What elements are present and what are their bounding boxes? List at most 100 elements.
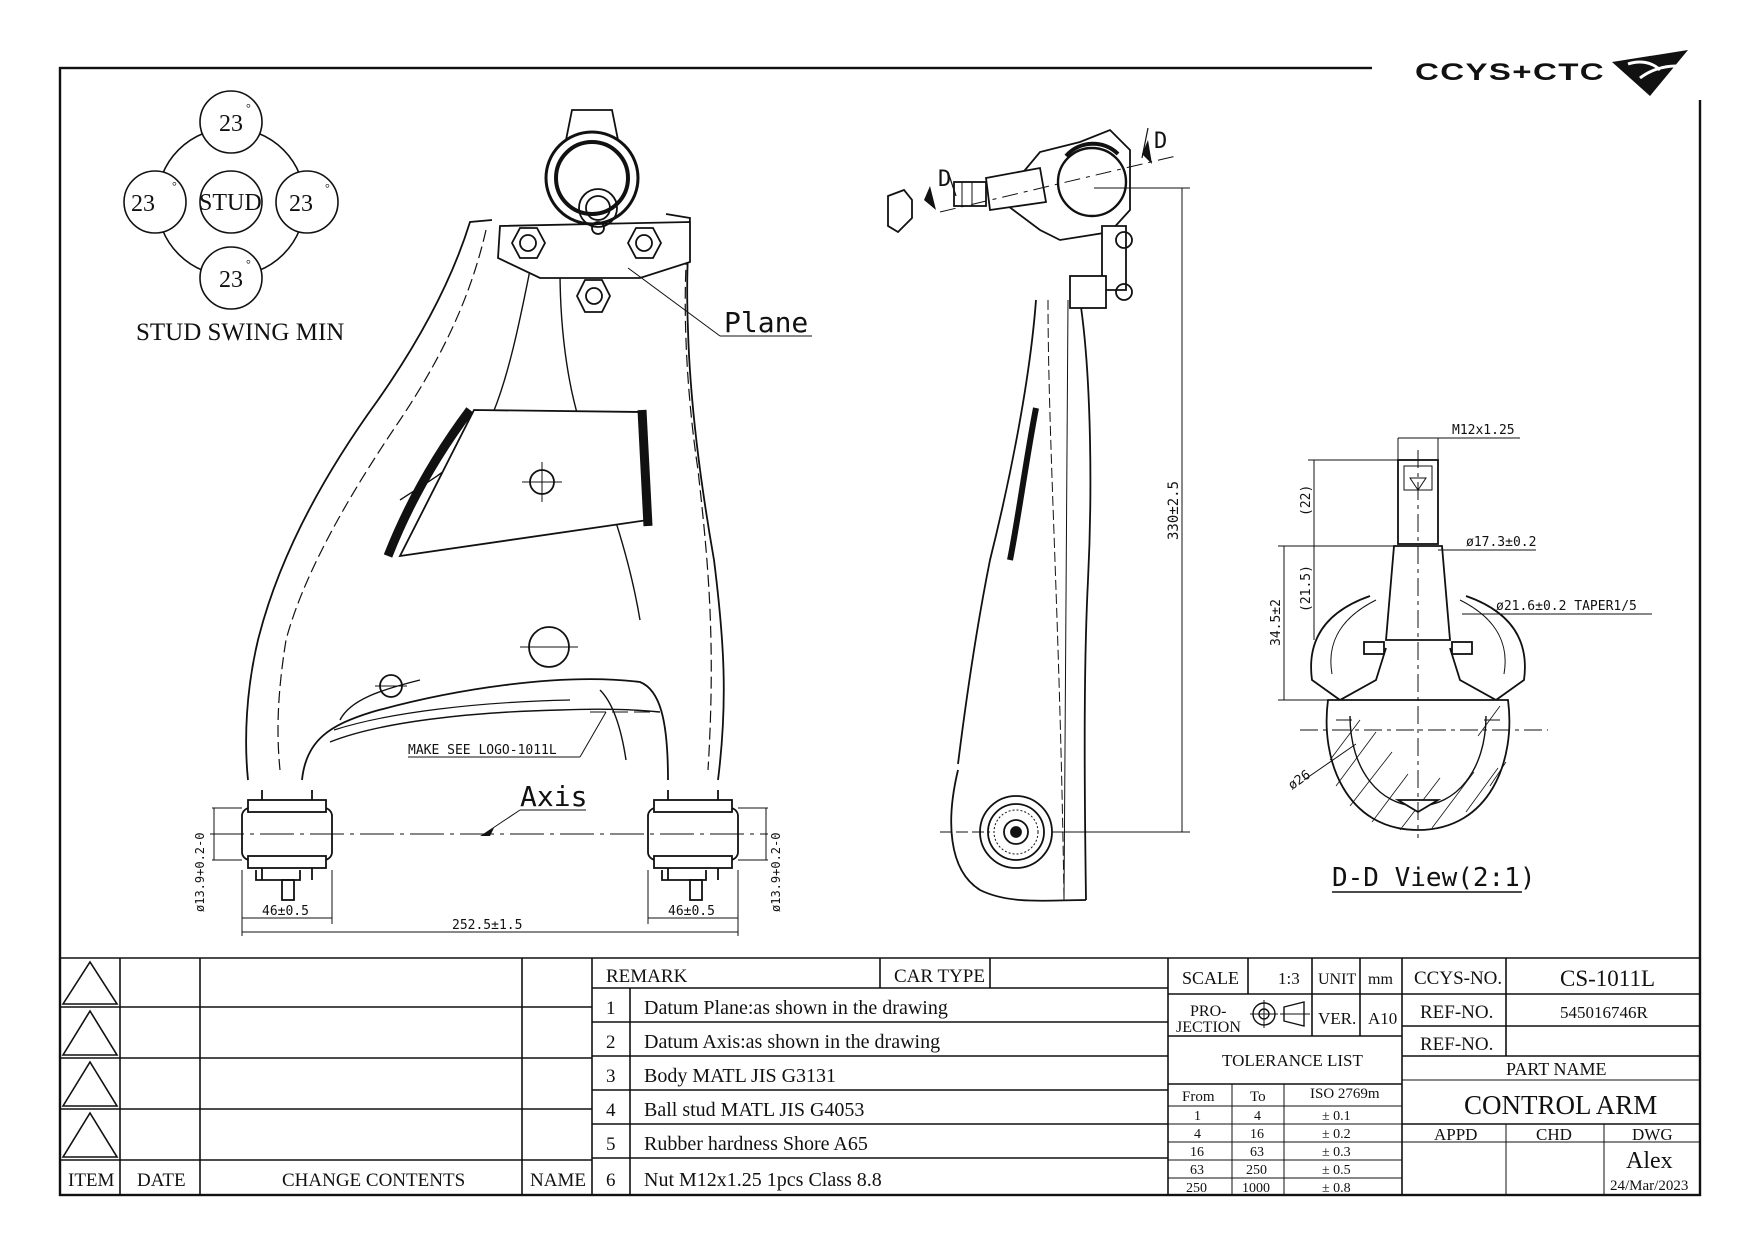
side-view-annotations: D D 330±2.5 bbox=[924, 129, 1190, 833]
tolerance-list: TOLERANCE LIST From To ISO 2769m 1 4 ± 0… bbox=[1182, 1051, 1380, 1196]
projection-label-1: PRO- bbox=[1190, 1003, 1226, 1020]
ref-no-label: REF-NO. bbox=[1420, 1002, 1493, 1023]
car-type-label: CAR TYPE bbox=[894, 966, 985, 987]
projection-label-2: JECTION bbox=[1176, 1019, 1241, 1036]
dim-thread: M12x1.25 bbox=[1452, 423, 1515, 438]
section-view-annotations: M12x1.25 ø17.3±0.2 ø21.6±0.2 TAPER1/5 (2… bbox=[1269, 423, 1652, 893]
dwg-value: Alex bbox=[1626, 1148, 1673, 1174]
remark-text-1: Datum Plane:as shown in the drawing bbox=[644, 997, 948, 1019]
remark-no-1: 1 bbox=[606, 998, 616, 1019]
dim-bush-width-left: 46±0.5 bbox=[262, 904, 309, 919]
remark-no-2: 2 bbox=[606, 1032, 616, 1053]
section-d-d-view bbox=[1300, 450, 1548, 838]
dim-taper: ø21.6±0.2 TAPER1/5 bbox=[1496, 599, 1637, 614]
ref-no2-label: REF-NO. bbox=[1420, 1034, 1493, 1055]
svg-text:°: ° bbox=[246, 101, 251, 115]
tol-value-5: ± 0.8 bbox=[1322, 1181, 1351, 1196]
revision-table: ITEM DATE CHANGE CONTENTS NAME bbox=[68, 1170, 586, 1191]
stud-swing-diagram: 23 23 23 23 STUD ° ° ° ° STUD SWING MIN bbox=[123, 90, 344, 346]
rev-header-name: NAME bbox=[530, 1170, 586, 1191]
logo-text: CCYS+CTC bbox=[1415, 59, 1605, 86]
axis-label: Axis bbox=[520, 780, 587, 813]
section-mark-left: D bbox=[938, 167, 951, 192]
version-value: A10 bbox=[1368, 1009, 1397, 1028]
tol-from-4: 63 bbox=[1190, 1163, 1204, 1178]
view-title: D-D View(2:1) bbox=[1332, 863, 1536, 893]
remark-header: REMARK bbox=[606, 966, 688, 987]
dim-h345: 34.5±2 bbox=[1269, 599, 1284, 646]
chd-label: CHD bbox=[1536, 1125, 1572, 1144]
scale-block: SCALE 1:3 UNIT mm PRO- JECTION VER. A10 bbox=[1176, 968, 1397, 1036]
tol-header-std: ISO 2769m bbox=[1310, 1086, 1380, 1102]
company-logo: CCYS+CTC bbox=[1415, 50, 1688, 96]
remark-text-6: Nut M12x1.25 1pcs Class 8.8 bbox=[644, 1169, 882, 1191]
tol-value-3: ± 0.3 bbox=[1322, 1145, 1351, 1160]
remark-text-2: Datum Axis:as shown in the drawing bbox=[644, 1031, 940, 1053]
dim-stud-dia: ø17.3±0.2 bbox=[1466, 535, 1536, 550]
remark-text-4: Ball stud MATL JIS G4053 bbox=[644, 1099, 864, 1121]
bottom-table-grid bbox=[60, 957, 1700, 1195]
tol-value-1: ± 0.1 bbox=[1322, 1109, 1351, 1124]
tol-to-5: 1000 bbox=[1242, 1181, 1270, 1196]
tol-from-3: 16 bbox=[1190, 1145, 1204, 1160]
remark-no-3: 3 bbox=[606, 1066, 616, 1087]
tol-header-from: From bbox=[1182, 1089, 1215, 1105]
tol-to-3: 63 bbox=[1250, 1145, 1264, 1160]
unit-label: UNIT bbox=[1318, 971, 1356, 988]
front-view-annotations: Plane Axis MAKE SEE LOGO-1011L 46±0.5 46… bbox=[193, 267, 812, 936]
remark-no-6: 6 bbox=[606, 1170, 616, 1191]
remark-text-3: Body MATL JIS G3131 bbox=[644, 1065, 836, 1087]
rev-header-contents: CHANGE CONTENTS bbox=[282, 1170, 465, 1191]
tolerance-title: TOLERANCE LIST bbox=[1222, 1051, 1363, 1070]
remark-no-4: 4 bbox=[606, 1100, 616, 1121]
scale-value: 1:3 bbox=[1278, 969, 1300, 988]
stud-swing-caption: STUD SWING MIN bbox=[136, 319, 344, 346]
control-arm-side-view bbox=[887, 127, 1177, 902]
dim-bush-dia-right: ø13.9+0.2-0 bbox=[769, 833, 783, 912]
part-name-value: CONTROL ARM bbox=[1464, 1090, 1657, 1120]
swing-top: 23 bbox=[219, 111, 243, 137]
svg-text:°: ° bbox=[246, 257, 251, 271]
version-label: VER. bbox=[1318, 1009, 1356, 1028]
projection-symbol-icon bbox=[1250, 1000, 1310, 1028]
dim-h215: (21.5) bbox=[1299, 565, 1314, 612]
control-arm-front-view bbox=[210, 109, 768, 901]
plane-label: Plane bbox=[724, 306, 808, 339]
sheet-border bbox=[58, 66, 1702, 1197]
dim-bush-dia-left: ø13.9+0.2-0 bbox=[193, 833, 207, 912]
rev-header-item: ITEM bbox=[68, 1170, 115, 1191]
dim-bush-width-right: 46±0.5 bbox=[668, 904, 715, 919]
ref-no-value: 545016746R bbox=[1560, 1003, 1649, 1022]
tol-value-2: ± 0.2 bbox=[1322, 1127, 1351, 1142]
section-mark-right: D bbox=[1154, 129, 1167, 154]
ccys-no-value: CS-1011L bbox=[1560, 966, 1655, 991]
tol-to-2: 16 bbox=[1250, 1127, 1264, 1142]
dim-span: 252.5±1.5 bbox=[452, 918, 522, 933]
rev-header-date: DATE bbox=[137, 1170, 186, 1191]
remark-text-5: Rubber hardness Shore A65 bbox=[644, 1133, 868, 1155]
tol-to-1: 4 bbox=[1254, 1109, 1261, 1124]
tol-value-4: ± 0.5 bbox=[1322, 1163, 1351, 1178]
logo-note: MAKE SEE LOGO-1011L bbox=[408, 743, 557, 758]
unit-value: mm bbox=[1368, 971, 1393, 988]
title-block: CCYS-NO. CS-1011L REF-NO. 545016746R REF… bbox=[1414, 966, 1688, 1194]
dim-length: 330±2.5 bbox=[1166, 481, 1182, 540]
svg-text:°: ° bbox=[172, 179, 177, 193]
ccys-no-label: CCYS-NO. bbox=[1414, 968, 1502, 989]
swing-left: 23 bbox=[131, 191, 155, 217]
svg-text:°: ° bbox=[325, 181, 330, 195]
tol-header-to: To bbox=[1250, 1089, 1266, 1105]
tol-from-2: 4 bbox=[1194, 1127, 1201, 1142]
swing-bottom: 23 bbox=[219, 267, 243, 293]
appd-label: APPD bbox=[1434, 1125, 1477, 1144]
drawing-date: 24/Mar/2023 bbox=[1610, 1178, 1688, 1194]
part-name-label: PART NAME bbox=[1506, 1059, 1606, 1079]
swing-center: STUD bbox=[199, 190, 262, 216]
dim-ball: ø26 bbox=[1286, 768, 1314, 794]
tol-to-4: 250 bbox=[1246, 1163, 1267, 1178]
dwg-label: DWG bbox=[1632, 1125, 1673, 1144]
tol-from-5: 250 bbox=[1186, 1181, 1207, 1196]
scale-label: SCALE bbox=[1182, 968, 1239, 988]
remark-no-5: 5 bbox=[606, 1134, 616, 1155]
